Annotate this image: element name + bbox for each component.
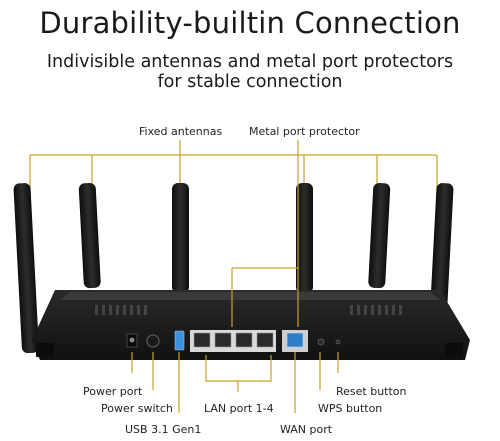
lan-port-3 [235, 332, 253, 348]
subheadline-line-2: for stable connection [157, 72, 343, 92]
label-reset-button: Reset button [336, 385, 407, 398]
antenna-3 [172, 183, 189, 293]
label-power-port: Power port [83, 385, 143, 398]
subheadline: Indivisible antennas and metal port prot… [0, 52, 500, 92]
reset-button [335, 339, 341, 345]
lan-port-4 [256, 332, 274, 348]
label-wan-port: WAN port [280, 423, 333, 436]
metal-port-protector-callout [231, 140, 299, 327]
label-fixed-antennas: Fixed antennas [139, 125, 223, 138]
label-wps-button: WPS button [318, 402, 383, 415]
antenna-2 [78, 182, 101, 289]
antenna-5 [368, 182, 391, 289]
router-body [32, 290, 470, 360]
label-power-switch: Power switch [101, 402, 173, 415]
label-usb: USB 3.1 Gen1 [125, 423, 202, 436]
lan-port-2 [214, 332, 232, 348]
antenna-1 [13, 183, 39, 354]
lan-ports [190, 330, 276, 352]
headline: Durability-builtin Connection [39, 6, 461, 40]
power-switch [146, 334, 160, 348]
subheadline-line-1: Indivisible antennas and metal port prot… [46, 52, 454, 72]
label-lan-ports: LAN port 1-4 [204, 402, 274, 415]
vent-left [95, 305, 147, 315]
vent-right [350, 305, 402, 315]
fixed-antennas-callout [29, 140, 438, 188]
usb-port [174, 330, 185, 351]
wps-button [317, 338, 325, 346]
bottom-callouts [131, 352, 339, 413]
label-metal-port-protector: Metal port protector [249, 125, 360, 138]
ports [126, 330, 341, 352]
antenna-4 [296, 183, 313, 293]
wan-port [286, 332, 304, 348]
lan-port-1 [193, 332, 211, 348]
